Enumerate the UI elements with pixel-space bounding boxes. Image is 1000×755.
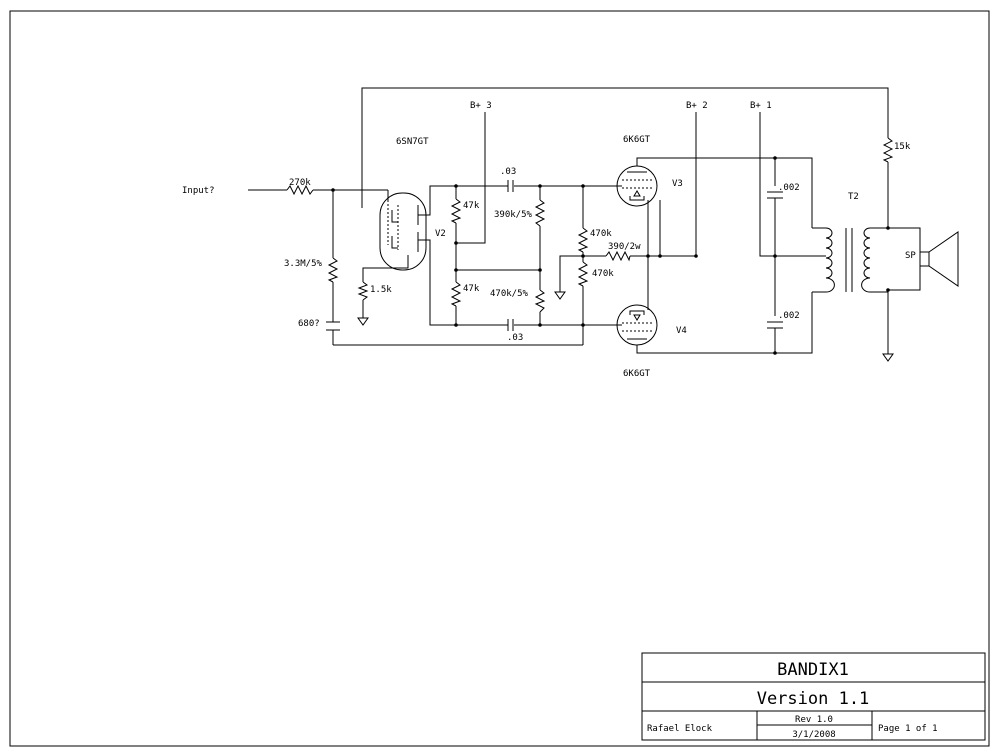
date-text: 3/1/2008 [792,730,835,740]
r-bias-top-label: 470k [590,229,612,239]
r-feedback-label: 15k [894,142,911,152]
ground-symbols [357,291,894,362]
r-grid-bot-label: 470k/5% [490,289,529,299]
title-block: BANDIX1 Version 1.1 Rafael Elock Rev 1.0… [641,652,986,741]
transformer-ref-label: T2 [848,192,859,202]
tube-v2-symbol [379,192,427,271]
tube-v4-symbol [616,304,658,346]
title-text: BANDIX1 [777,660,849,680]
sheet-border [9,10,990,747]
r-grid-top-label: 390k/5% [494,210,533,220]
speaker-symbol [919,231,959,287]
r-input-label: 270k [289,178,311,188]
tube-v3-symbol [616,165,658,207]
tube-v2-type-label: 6SN7GT [396,137,429,147]
page-text: Page 1 of 1 [878,724,938,734]
r-bias-bot-label: 470k [592,269,614,279]
author-text: Rafael Elock [647,724,713,734]
capacitor-symbols [326,180,783,331]
tube-v2-ref-label: V2 [435,229,446,239]
revision-text: Rev 1.0 [795,715,833,725]
c-bypass-bot-label: .002 [778,311,800,321]
tube-v4-ref-label: V4 [676,326,687,336]
r-cathode-out-label: 390/2w [608,242,641,252]
transformer-t2-symbol [825,227,888,293]
input-label: Input? [182,186,215,196]
r-cathode-label: 1.5k [370,285,392,295]
rail-b3-label: B+ 3 [470,101,492,111]
version-text: Version 1.1 [757,689,870,709]
c-input-label: 680? [298,319,320,329]
tube-v3-type-label: 6K6GT [623,135,651,145]
junction-dots [331,156,890,355]
r-plate-top-label: 47k [463,201,480,211]
c-couple-top-label: .03 [500,167,516,177]
resistor-symbols [286,137,894,313]
rail-b2-label: B+ 2 [686,101,708,111]
tube-v4-type-label: 6K6GT [623,369,651,379]
tube-v3-ref-label: V3 [672,179,683,189]
rail-b1-label: B+ 1 [750,101,772,111]
r-grid-label: 3.3M/5% [284,259,323,269]
r-plate-bot-label: 47k [463,284,480,294]
component-labels: Input? 270k 3.3M/5% 680? 1.5k 6SN7GT V2 … [182,101,916,379]
speaker-label: SP [905,251,916,261]
wires [248,87,921,354]
c-bypass-top-label: .002 [778,183,800,193]
c-couple-bot-label: .03 [507,333,523,343]
